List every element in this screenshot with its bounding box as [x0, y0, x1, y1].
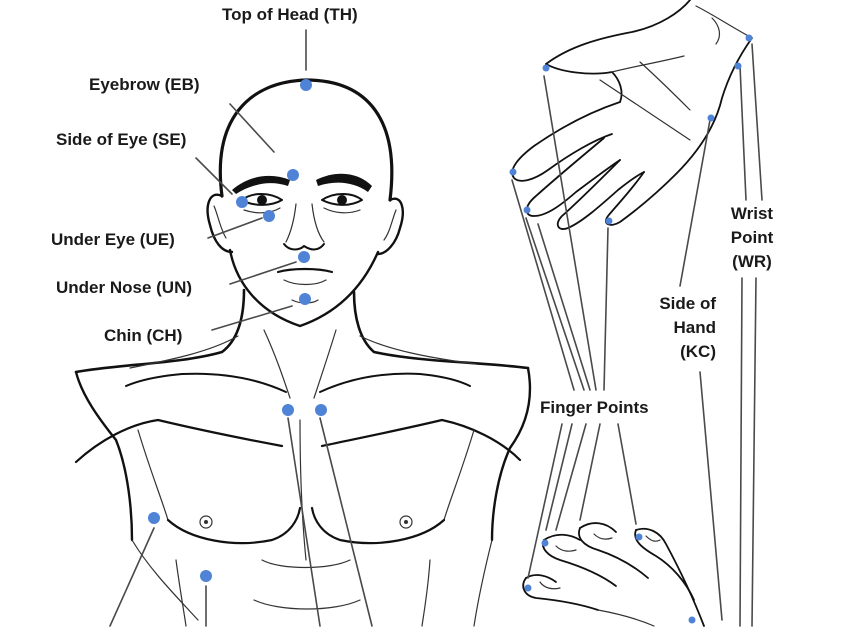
point-chin: [299, 293, 311, 305]
neck-and-torso: [74, 288, 532, 627]
eyes: [241, 193, 363, 214]
point-under-nose: [298, 251, 310, 263]
point-side-of-eye: [236, 196, 248, 208]
label-chin: Chin (CH): [104, 326, 183, 345]
point-collarbone-right: [315, 404, 327, 416]
label-eyebrow: Eyebrow (EB): [89, 75, 200, 94]
eyebrows: [232, 173, 372, 194]
tapping-points: [148, 34, 753, 624]
point-top-of-head: [300, 79, 312, 91]
label-under-eye: Under Eye (UE): [51, 230, 175, 249]
label-side-of-hand-line2: Hand: [673, 318, 717, 337]
point-finger-index-upper: [509, 168, 517, 176]
label-side-of-eye: Side of Eye (SE): [56, 130, 187, 149]
label-wrist-point: Wrist Point (WR): [720, 202, 784, 274]
point-eyebrow: [287, 169, 299, 181]
point-under-eye: [263, 210, 275, 222]
point-under-arm: [148, 512, 160, 524]
label-wrist-point-line1: Wrist: [730, 204, 774, 223]
point-collarbone-left: [282, 404, 294, 416]
point-wrist-b: [745, 34, 753, 42]
label-finger-points: Finger Points: [540, 398, 649, 417]
point-finger-ring-upper: [605, 217, 613, 225]
point-side-of-hand: [707, 114, 715, 122]
label-top-of-head: Top of Head (TH): [222, 5, 358, 24]
point-finger-middle-upper: [523, 206, 531, 214]
nose: [283, 203, 325, 251]
label-under-nose: Under Nose (UN): [56, 278, 193, 297]
point-finger-thumb-upper: [542, 64, 550, 72]
label-side-of-hand-line1: Side of: [659, 294, 716, 313]
label-wrist-point-line3: (WR): [732, 252, 772, 271]
lower-hand: [522, 522, 705, 627]
label-side-of-hand-line3: (KC): [680, 342, 716, 361]
leader-lines: [109, 29, 763, 627]
point-finger-lower-c: [524, 584, 532, 592]
point-under-nipple: [200, 570, 212, 582]
point-finger-lower-a: [541, 539, 549, 547]
point-finger-lower-b: [635, 533, 643, 541]
upper-hand: [511, 0, 753, 230]
label-side-of-hand: Side of Hand (KC): [644, 292, 716, 364]
label-wrist-point-line2: Point: [730, 228, 774, 247]
point-finger-lower-d: [688, 616, 696, 624]
point-wrist-a: [734, 62, 742, 70]
